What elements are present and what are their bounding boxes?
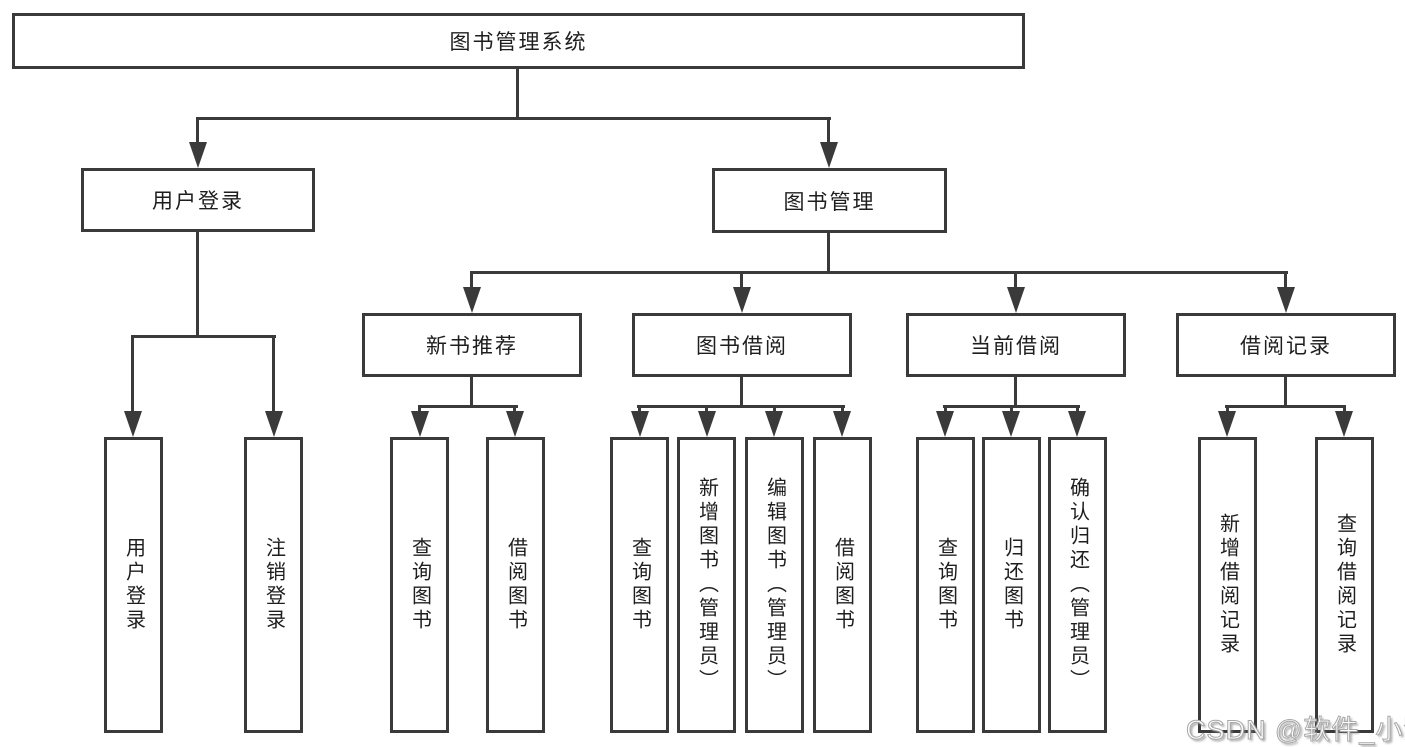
- connector-line: [131, 335, 134, 413]
- connector-line: [944, 405, 947, 415]
- connector-line: [1076, 405, 1079, 415]
- arrowhead-down: [833, 411, 851, 437]
- arrowhead-down: [463, 287, 481, 313]
- arrowhead-down: [733, 287, 751, 313]
- leaf-query-books-recommend: 查询图书: [390, 437, 449, 733]
- connector-line: [470, 271, 473, 290]
- connector-line: [196, 117, 199, 145]
- node-book-borrowing: 图书借阅: [632, 313, 852, 377]
- arrowhead-down: [506, 411, 524, 437]
- node-book-management-system: 图书管理系统: [12, 13, 1025, 69]
- leaf-confirm-return-admin: 确认归还（管理员）: [1048, 437, 1107, 733]
- leaf-borrow-books-borrowing: 借阅图书: [813, 437, 872, 733]
- arrowhead-down: [936, 411, 954, 437]
- connector-line: [705, 405, 708, 415]
- arrowhead-down: [631, 411, 649, 437]
- leaf-user-login: 用户登录: [104, 437, 163, 733]
- connector-line: [470, 377, 473, 408]
- connector-line: [841, 405, 844, 415]
- connector-line: [740, 271, 743, 290]
- connector-line: [196, 232, 199, 337]
- leaf-query-books-current: 查询图书: [916, 437, 975, 733]
- arrowhead-down: [1068, 411, 1086, 437]
- arrowhead-down: [1007, 287, 1025, 313]
- node-borrowing-records: 借阅记录: [1176, 313, 1396, 377]
- node-new-book-recommend: 新书推荐: [362, 313, 582, 377]
- node-current-borrowing: 当前借阅: [906, 313, 1126, 377]
- connector-line: [131, 335, 276, 338]
- arrowhead-down: [124, 411, 142, 437]
- arrowhead-down: [765, 411, 783, 437]
- node-book-management: 图书管理: [712, 168, 947, 233]
- connector-line: [516, 69, 519, 117]
- node-user-login: 用户登录: [81, 168, 315, 232]
- connector-line: [418, 405, 421, 415]
- arrowhead-down: [820, 142, 838, 168]
- leaf-query-books-borrowing: 查询图书: [610, 437, 669, 733]
- connector-line: [1225, 405, 1346, 408]
- connector-line: [638, 405, 641, 415]
- leaf-add-borrow-record: 新增借阅记录: [1198, 437, 1257, 733]
- leaf-add-book-admin: 新增图书（管理员）: [677, 437, 736, 733]
- connector-line: [1343, 405, 1346, 415]
- csdn-watermark: CSDN @软件_小贺同学: [1185, 715, 1405, 746]
- leaf-edit-book-admin: 编辑图书（管理员）: [745, 437, 804, 733]
- arrowhead-down: [265, 411, 283, 437]
- connector-line: [1226, 405, 1229, 415]
- connector-line: [827, 233, 830, 273]
- connector-line: [1284, 271, 1287, 290]
- connector-line: [1284, 377, 1287, 408]
- leaf-return-books: 归还图书: [982, 437, 1041, 733]
- leaf-logout: 注销登录: [244, 437, 303, 733]
- arrowhead-down: [189, 142, 207, 168]
- connector-line: [740, 377, 743, 408]
- connector-line: [827, 117, 830, 145]
- connector-line: [272, 335, 275, 413]
- connector-line: [418, 405, 518, 408]
- arrowhead-down: [698, 411, 716, 437]
- leaf-query-borrow-record: 查询借阅记录: [1315, 437, 1374, 733]
- arrowhead-down: [1335, 411, 1353, 437]
- connector-line: [1014, 377, 1017, 408]
- arrowhead-down: [1218, 411, 1236, 437]
- leaf-borrow-books-recommend: 借阅图书: [486, 437, 545, 733]
- arrowhead-down: [1002, 411, 1020, 437]
- arrowhead-down: [1277, 287, 1295, 313]
- connector-line: [513, 405, 516, 415]
- connector-line: [470, 271, 1288, 274]
- arrowhead-down: [411, 411, 429, 437]
- connector-line: [196, 117, 831, 120]
- connector-line: [773, 405, 776, 415]
- connector-line: [637, 405, 845, 408]
- connector-line: [1010, 405, 1013, 415]
- connector-line: [1014, 271, 1017, 290]
